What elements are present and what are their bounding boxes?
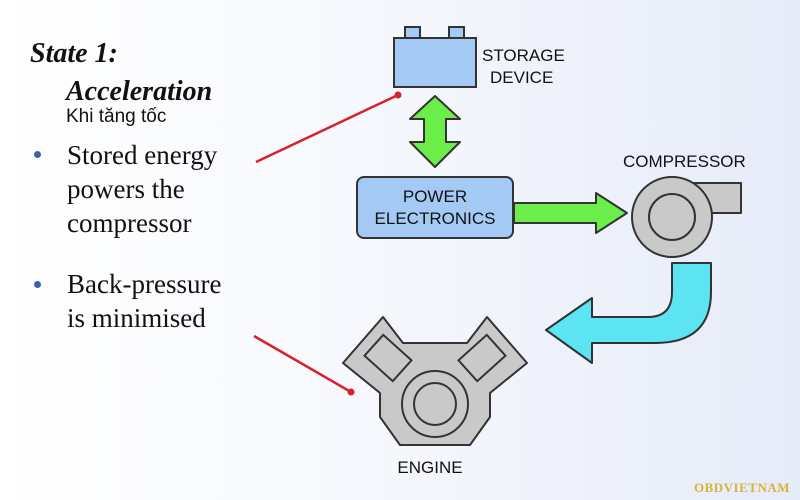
battery-body-icon bbox=[393, 37, 477, 88]
bullet-1-line-2: powers the bbox=[67, 174, 185, 204]
pointer-line-engine bbox=[253, 334, 355, 396]
storage-label-line-1: STORAGE bbox=[482, 46, 565, 65]
compressor-label: COMPRESSOR bbox=[623, 152, 746, 171]
watermark-logo: OBDVIETNAM bbox=[693, 480, 790, 495]
compressor-icon bbox=[631, 176, 742, 258]
bullet-dot-icon bbox=[34, 281, 41, 288]
bullet-dot-icon bbox=[34, 151, 41, 158]
storage-device bbox=[393, 26, 477, 88]
bullet-2-line-1: Back-pressure bbox=[67, 269, 222, 299]
power-electronics-label-line-2: ELECTRONICS bbox=[375, 209, 496, 228]
subtitle: Khi tăng tốc bbox=[66, 106, 167, 127]
storage-label-line-2: DEVICE bbox=[490, 68, 553, 87]
engine-label: ENGINE bbox=[397, 458, 462, 477]
curved-arrow-icon bbox=[545, 262, 712, 364]
title-line-2: Acceleration bbox=[66, 76, 213, 107]
bullet-1-line-3: compressor bbox=[67, 208, 192, 238]
right-arrow-icon bbox=[513, 192, 628, 234]
double-arrow-icon bbox=[409, 95, 461, 168]
bullet-1-line-1: Stored energy bbox=[67, 140, 218, 170]
pointer-line-storage bbox=[255, 91, 402, 164]
title-line-1: State 1: bbox=[30, 38, 118, 69]
engine-icon bbox=[342, 316, 528, 446]
bullet-2-line-2: is minimised bbox=[67, 303, 206, 333]
power-electronics-label-line-1: POWER bbox=[403, 187, 467, 206]
